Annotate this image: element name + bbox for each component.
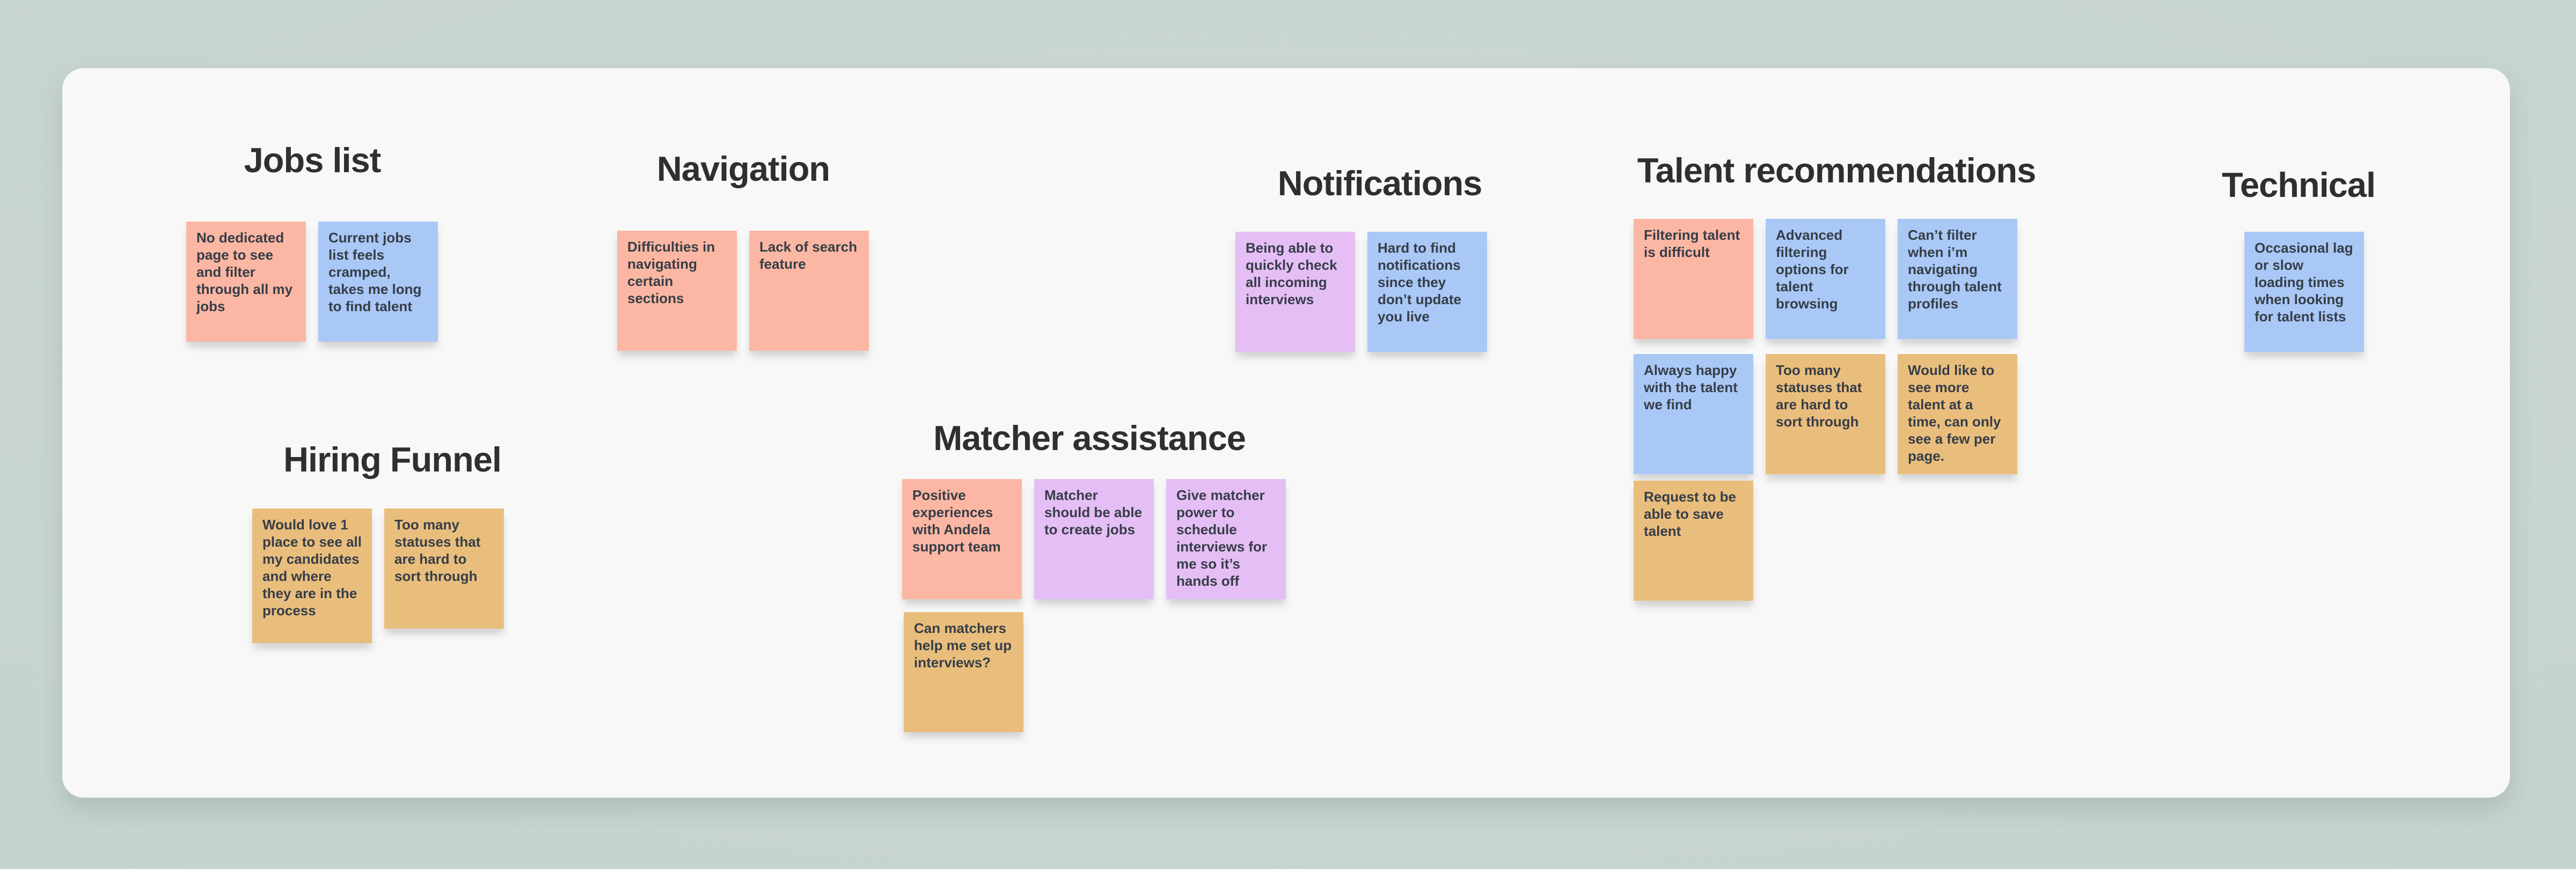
sticky-note[interactable]: Too many statuses that are hard to sort … xyxy=(1766,354,1885,474)
whiteboard-surface: Jobs list No dedicated page to see and f… xyxy=(62,68,2510,798)
sticky-note[interactable]: Current jobs list feels cramped, takes m… xyxy=(318,222,438,342)
group-title-hiring-funnel: Hiring Funnel xyxy=(283,440,502,479)
group-title-matcher-assistance: Matcher assistance xyxy=(933,418,1246,458)
sticky-note[interactable]: Give matcher power to schedule interview… xyxy=(1166,479,1286,599)
sticky-note[interactable]: Advanced filtering options for talent br… xyxy=(1766,219,1885,339)
group-title-technical: Technical xyxy=(2221,165,2376,204)
sticky-note[interactable]: Can’t filter when i’m navigating through… xyxy=(1898,219,2017,339)
sticky-note[interactable]: Matcher should be able to create jobs xyxy=(1034,479,1154,599)
sticky-note[interactable]: Occasional lag or slow loading times whe… xyxy=(2244,232,2364,352)
group-title-jobs-list: Jobs list xyxy=(244,141,382,180)
sticky-note[interactable]: No dedicated page to see and filter thro… xyxy=(186,222,306,342)
sticky-note[interactable]: Request to be able to save talent xyxy=(1634,481,1753,601)
sticky-note[interactable]: Lack of search feature xyxy=(749,231,869,351)
sticky-note[interactable]: Would love 1 place to see all my candida… xyxy=(252,509,372,643)
group-title-navigation: Navigation xyxy=(656,149,830,188)
group-title-notifications: Notifications xyxy=(1277,164,1483,203)
sticky-note[interactable]: Too many statuses that are hard to sort … xyxy=(384,509,504,629)
sticky-note[interactable]: Can matchers help me set up interviews? xyxy=(904,612,1023,732)
group-title-talent-recommendations: Talent recommendations xyxy=(1637,151,2037,190)
sticky-note[interactable]: Filtering talent is difficult xyxy=(1634,219,1753,339)
sticky-note[interactable]: Hard to find notifications since they do… xyxy=(1367,232,1487,352)
sticky-note[interactable]: Positive experiences with Andela support… xyxy=(902,479,1022,599)
sticky-note[interactable]: Being able to quickly check all incoming… xyxy=(1235,232,1355,352)
sticky-note[interactable]: Always happy with the talent we find xyxy=(1634,354,1753,474)
sticky-note[interactable]: Would like to see more talent at a time,… xyxy=(1898,354,2017,474)
sticky-note[interactable]: Difficulties in navigating certain secti… xyxy=(617,231,737,351)
